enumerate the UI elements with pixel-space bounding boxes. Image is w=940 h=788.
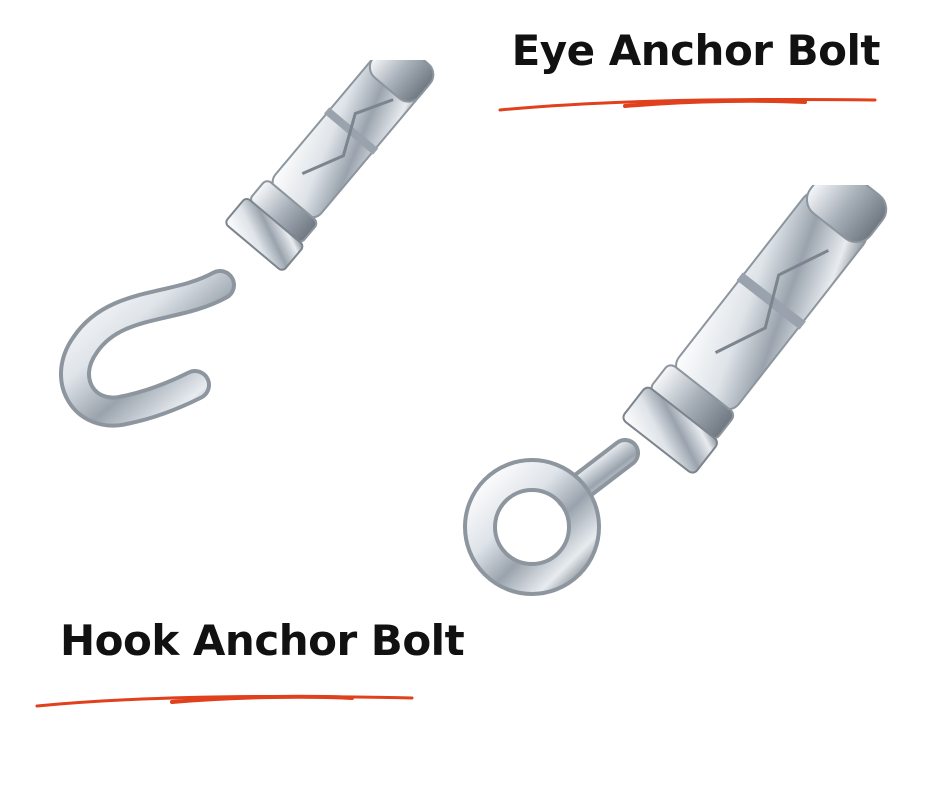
eye-anchor-bolt-image — [463, 185, 888, 596]
hook-title-underline — [35, 694, 414, 708]
hook-anchor-bolt-title: Hook Anchor Bolt — [60, 616, 465, 665]
eye-title-underline — [498, 97, 877, 112]
hook-anchor-bolt-image — [59, 60, 435, 428]
eye-anchor-bolt-title: Eye Anchor Bolt — [511, 26, 881, 75]
